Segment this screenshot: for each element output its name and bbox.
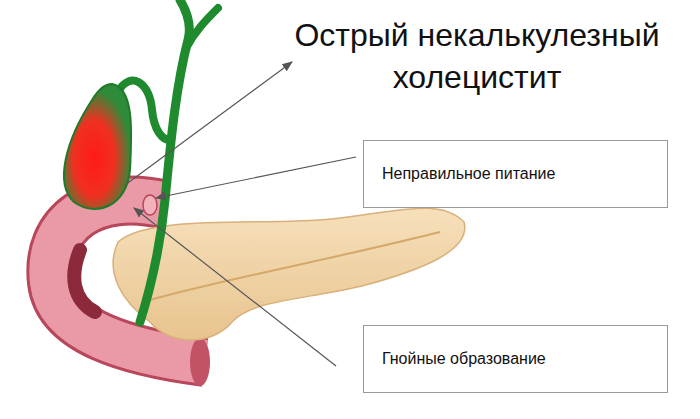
box-label: Неправильное питание [364, 164, 573, 184]
common-bile-duct [140, 0, 189, 322]
leader-line [125, 62, 292, 185]
leader-line [134, 208, 336, 366]
duodenum-opening [190, 338, 210, 386]
diagram-title: Острый некалькулезный холецистит [272, 14, 682, 98]
cause-box: Неправильное питание [363, 140, 668, 208]
papilla [143, 195, 157, 215]
hepatic-duct [186, 8, 218, 48]
leader-line [156, 157, 356, 198]
pancreatic-duct [150, 232, 440, 300]
duodenum-inner [74, 250, 95, 312]
gallbladder [64, 84, 131, 209]
box-label: Гнойные образование [364, 349, 564, 369]
cause-box: Гнойные образование [363, 325, 668, 393]
